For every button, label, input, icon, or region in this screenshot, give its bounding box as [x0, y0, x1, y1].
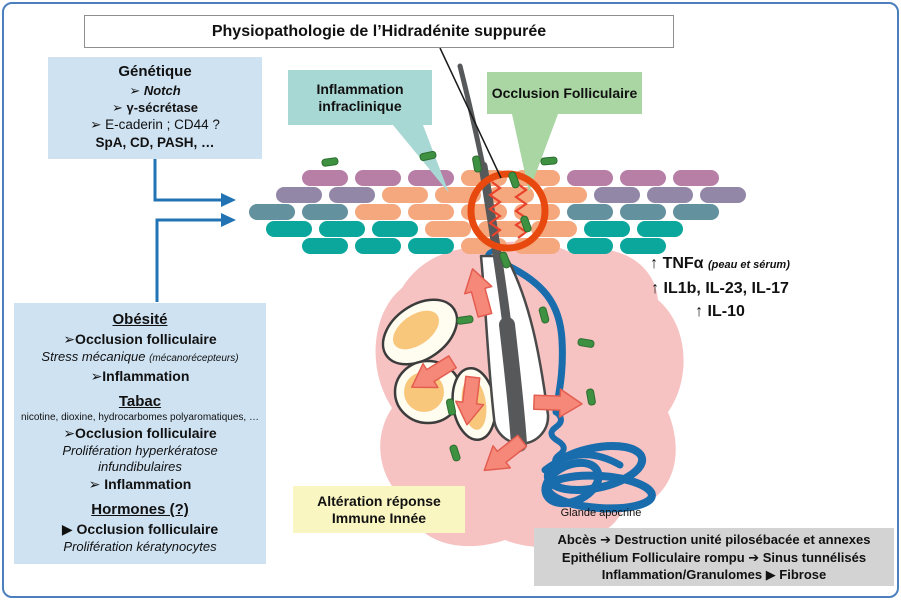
genetics-box: Génétique ➢ Notch ➢ γ-sécrétase ➢ E-cade…: [48, 57, 262, 159]
occlusion-callout: Occlusion Folliculaire: [487, 72, 642, 114]
genetics-item: SpA, CD, PASH, …: [95, 135, 215, 150]
apocrine-gland-label: Glande apocrine: [560, 507, 642, 519]
genetics-item: ➢ E-caderin ; CD44 ?: [90, 117, 220, 132]
cytokines-block: ↑ TNFα (peau et sérum) ↑ IL1b, IL-23, IL…: [600, 252, 840, 323]
obesity-heading: Obésité: [112, 311, 168, 328]
immune-response-box: Altération réponse Immune Innée: [293, 486, 465, 533]
page-title: Physiopathologie de l’Hidradénite suppur…: [84, 15, 674, 48]
tabac-line: Prolifération hyperkératose infundibulai…: [62, 443, 218, 474]
title-pointer-line: [439, 47, 502, 179]
obesity-line: ➢Occlusion folliculaire: [63, 331, 217, 347]
hormones-line: ▶ Occlusion folliculaire: [61, 521, 219, 537]
page-title-text: Physiopathologie de l’Hidradénite suppur…: [211, 22, 547, 40]
apocrine-gland: [484, 248, 656, 513]
tnf-text: TNFα: [658, 255, 708, 272]
tabac-line: ➢ Inflammation: [88, 476, 192, 492]
inflammation-callout: Inflammation infraclinique: [288, 70, 432, 125]
hormones-line: Prolifération kératynocytes: [63, 539, 217, 554]
cytokine-line-tnf: ↑ TNFα (peau et sérum): [600, 252, 840, 277]
cytokine-line-il: ↑ IL1b, IL-23, IL-17: [651, 280, 789, 297]
cytokine-release-arrows: [411, 268, 583, 472]
genetics-item: ➢ γ-sécrétase: [111, 100, 199, 115]
skin-cells: [249, 170, 746, 254]
risk-factors-box: Obésité ➢Occlusion folliculaire Stress m…: [14, 303, 266, 564]
occlusion-callout-text: Occlusion Folliculaire: [491, 84, 638, 101]
hormones-heading: Hormones (?): [91, 501, 189, 518]
outcome-line: Epithélium Folliculaire rompu ➔ Sinus tu…: [561, 549, 867, 565]
tabac-heading: Tabac: [118, 393, 162, 410]
cytokine-line-il10: ↑ IL-10: [695, 303, 745, 320]
occlusion-callout-tail: [512, 114, 558, 192]
inflammation-callout-text: Inflammation infraclinique: [316, 80, 404, 114]
obesity-stress-text: Stress mécanique: [41, 349, 150, 364]
outcome-line: Inflammation/Granulomes ▶ Fibrose: [601, 567, 827, 582]
outcome-line: Abcès ➔ Destruction unité pilosébacée et…: [557, 532, 871, 547]
connector-arrows: [153, 153, 236, 302]
genetics-heading: Génétique: [118, 63, 192, 80]
up-arrow-icon: ↑: [650, 255, 659, 272]
keratosis-springs: [488, 181, 528, 239]
tabac-substances: nicotine, dioxine, hydrocarbomes polyaro…: [21, 412, 259, 423]
obesity-stress-note: (mécanorécepteurs): [149, 353, 239, 364]
outcome-box: Abcès ➔ Destruction unité pilosébacée et…: [534, 528, 894, 586]
obesity-line: ➢Inflammation: [90, 368, 190, 384]
obesity-line: Stress mécanique (mécanorécepteurs): [16, 349, 264, 367]
tabac-line: ➢Occlusion folliculaire: [63, 425, 217, 441]
genetics-item: ➢ Notch: [129, 83, 181, 98]
tnf-note: (peau et sérum): [707, 259, 790, 271]
red-circle-highlight: [467, 170, 549, 252]
immune-response-text: Altération réponse Immune Innée: [317, 492, 441, 526]
bacteria-rods: [321, 150, 596, 462]
